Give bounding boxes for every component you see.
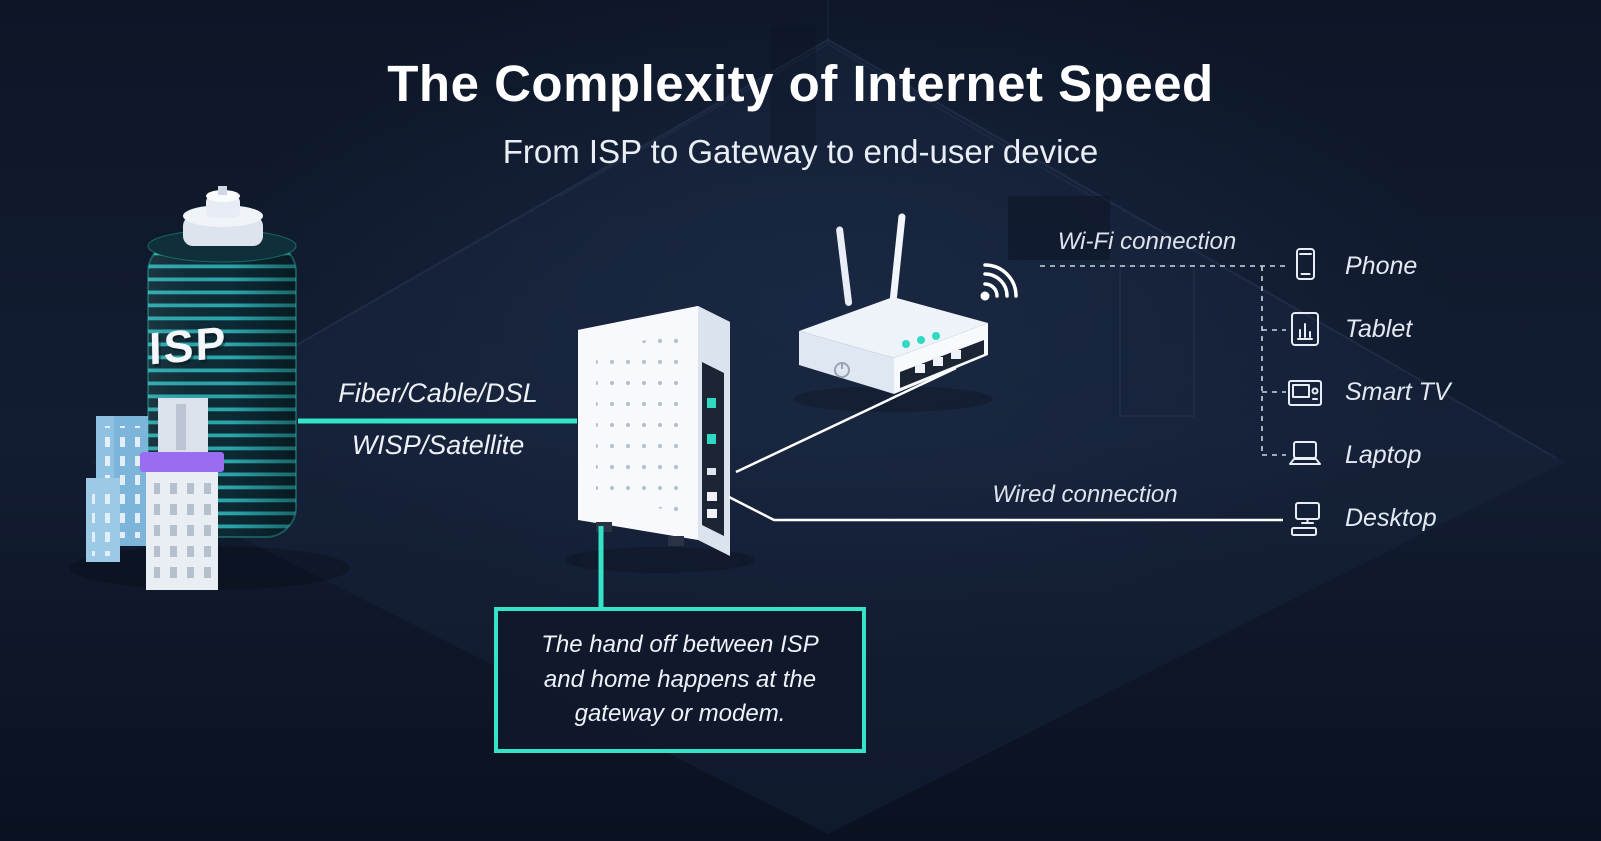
wifi-dashed-lines <box>1040 265 1286 456</box>
page-title: The Complexity of Internet Speed <box>387 55 1214 112</box>
fiber-connection-label: Fiber/Cable/DSL <box>338 378 538 408</box>
tablet-icon <box>1283 307 1327 351</box>
laptop-icon <box>1283 433 1327 477</box>
router-antenna <box>836 226 853 306</box>
isp-building-label: ISP <box>148 316 228 375</box>
router-antenna <box>889 213 906 302</box>
modem-port <box>707 509 717 518</box>
isp-building-group <box>70 186 350 590</box>
device-label: Desktop <box>1345 503 1437 532</box>
device-label: Phone <box>1345 251 1418 280</box>
device-label: Smart TV <box>1345 377 1451 406</box>
connector-lines <box>298 265 1286 607</box>
wired-connection-line <box>728 495 1283 522</box>
device-list: Phone Tablet Smart TV Laptop Desktop <box>1283 244 1451 540</box>
device-label: Laptop <box>1345 440 1422 469</box>
page-subtitle: From ISP to Gateway to end-user device <box>502 133 1099 170</box>
wifi-router <box>793 213 993 412</box>
wifi-signal-icon <box>980 263 1018 301</box>
device-label: Tablet <box>1345 314 1413 343</box>
background-shelf <box>1119 265 1195 417</box>
device-row-phone: Phone <box>1283 244 1451 288</box>
office-buildings <box>86 398 224 590</box>
smart-tv-icon <box>1283 370 1327 414</box>
device-row-smart-tv: Smart TV <box>1283 370 1451 414</box>
router-modem-cable <box>735 366 957 474</box>
callout-text: The hand off between ISP and home happen… <box>541 630 819 728</box>
wired-connection-label: Wired connection <box>992 481 1178 508</box>
background-tv <box>1008 196 1110 260</box>
modem-port <box>707 492 717 501</box>
phone-icon <box>1283 244 1327 288</box>
callout-box: The hand off between ISP and home happen… <box>494 607 866 753</box>
background-room-outline <box>91 0 1565 834</box>
device-row-tablet: Tablet <box>1283 307 1451 351</box>
wifi-connection-label: Wi-Fi connection <box>1057 228 1237 255</box>
desktop-icon <box>1283 496 1327 540</box>
device-row-laptop: Laptop <box>1283 433 1451 477</box>
gateway-modem <box>565 306 755 573</box>
satellite-connection-label: WISP/Satellite <box>351 430 525 460</box>
background-doorway <box>770 26 816 148</box>
device-row-desktop: Desktop <box>1283 496 1451 540</box>
